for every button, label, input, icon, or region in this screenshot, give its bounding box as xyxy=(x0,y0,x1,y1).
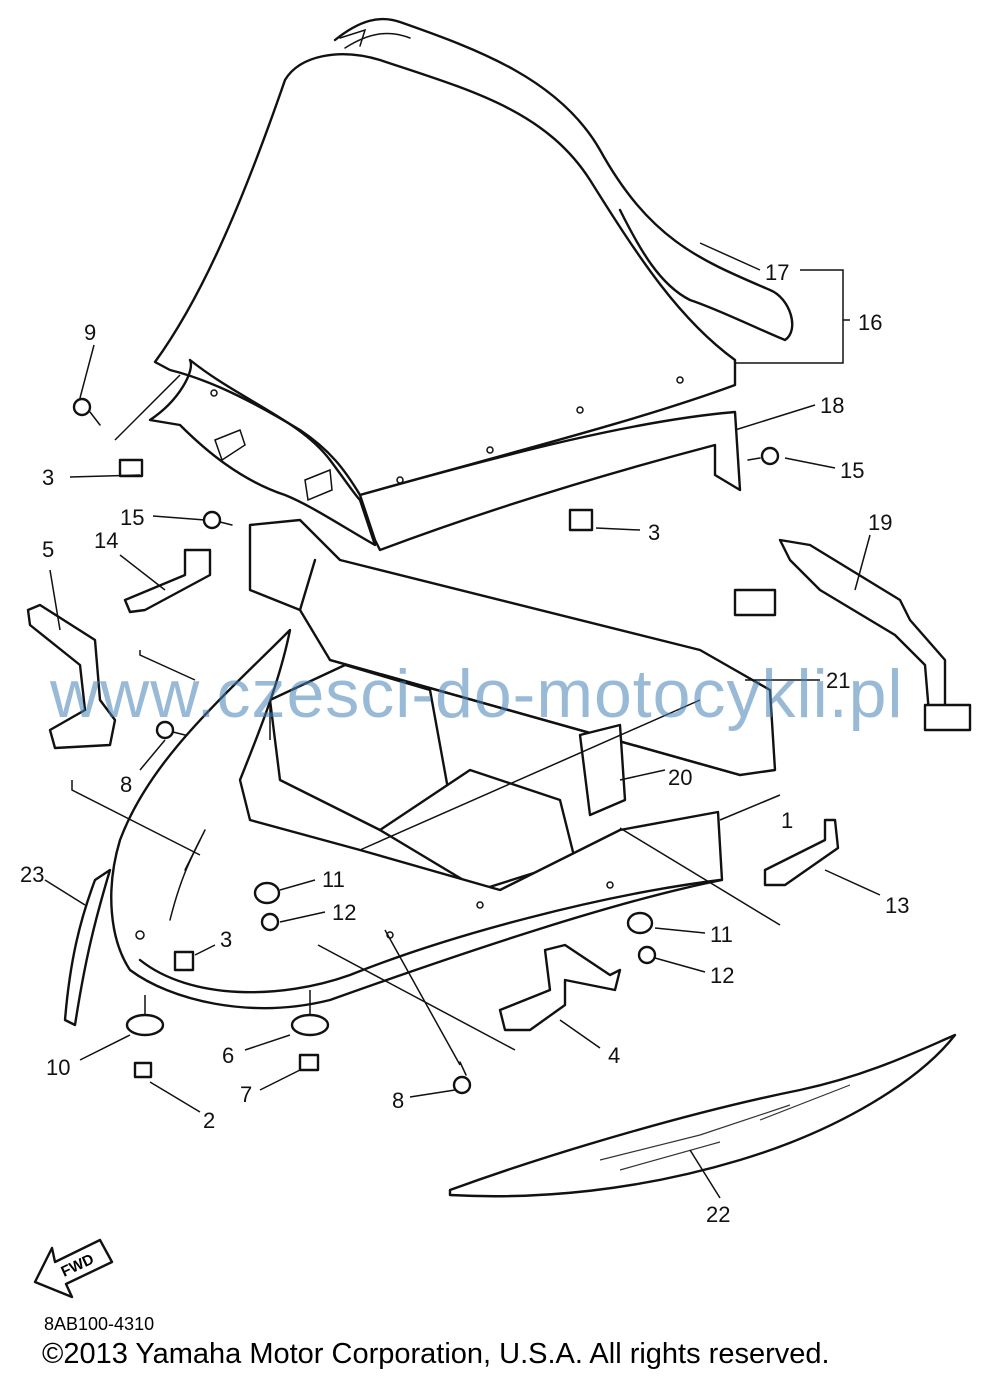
callout-14: 14 xyxy=(94,528,118,553)
callout-12b: 12 xyxy=(710,963,734,988)
lower-cowl-body xyxy=(110,628,724,1010)
callout-4: 4 xyxy=(608,1043,620,1068)
callout-18: 18 xyxy=(820,393,844,418)
inner-duct xyxy=(248,518,777,892)
copyright-text: ©2013 Yamaha Motor Corporation, U.S.A. A… xyxy=(42,1338,830,1370)
leader-lines xyxy=(44,242,881,1199)
callout-2: 2 xyxy=(203,1108,215,1133)
callout-3b: 3 xyxy=(648,520,660,545)
watermark-text: www.czesci-do-motocykli.pl xyxy=(50,656,904,732)
top-cowl-panel xyxy=(148,358,742,552)
callout-11a: 11 xyxy=(322,867,345,892)
callout-8a: 8 xyxy=(120,772,132,797)
callout-20: 20 xyxy=(668,765,692,790)
hardware xyxy=(72,397,780,1095)
callout-22: 22 xyxy=(706,1202,730,1227)
decal-22 xyxy=(448,1033,957,1198)
diagram-code: 8AB100-4310 xyxy=(44,1314,155,1334)
callout-6: 6 xyxy=(222,1043,234,1068)
callout-10: 10 xyxy=(46,1055,70,1080)
callout-7: 7 xyxy=(240,1082,252,1107)
side-strip-23 xyxy=(63,868,112,1027)
callout-21: 21 xyxy=(826,668,850,693)
callout-17: 17 xyxy=(765,260,789,285)
assembly-lines xyxy=(71,374,781,1066)
callout-1: 1 xyxy=(781,808,793,833)
stay-13 xyxy=(763,818,840,887)
callout-13: 13 xyxy=(885,893,909,918)
stay-14 xyxy=(123,548,212,614)
callout-23: 23 xyxy=(20,862,44,887)
callout-15a: 15 xyxy=(120,505,144,530)
fwd-arrow: FWD xyxy=(33,1238,114,1299)
stay-4 xyxy=(498,943,622,1032)
callout-12a: 12 xyxy=(332,900,356,925)
windshield xyxy=(153,17,794,497)
callout-5: 5 xyxy=(42,537,54,562)
callout-15b: 15 xyxy=(840,458,864,483)
callout-8b: 8 xyxy=(392,1088,404,1113)
callout-3a: 3 xyxy=(42,465,54,490)
callout-numbers: 1 2 3 3 3 4 5 6 7 8 8 9 10 11 11 12 12 1… xyxy=(20,260,909,1227)
stay-5 xyxy=(26,603,117,750)
bracket-19 xyxy=(733,538,972,732)
callout-16: 16 xyxy=(858,310,882,335)
callout-3c: 3 xyxy=(220,927,232,952)
callout-11b: 11 xyxy=(710,922,733,947)
callout-19: 19 xyxy=(868,510,892,535)
callout-9: 9 xyxy=(84,320,96,345)
